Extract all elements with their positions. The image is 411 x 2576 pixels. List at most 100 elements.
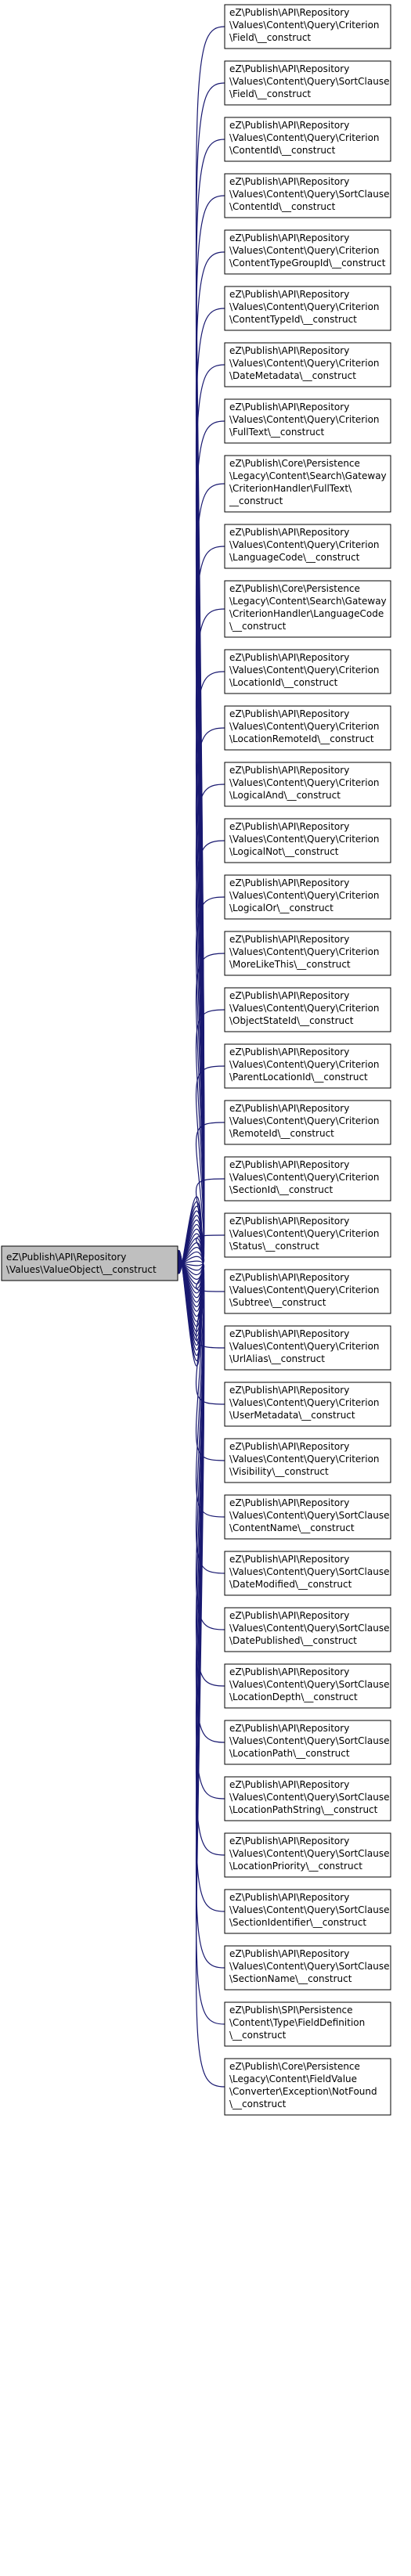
caller-node[interactable]: eZ\Publish\API\Repository\Values\Content… [224, 1156, 391, 1202]
caller-node-box [224, 1551, 391, 1596]
caller-node-label-line: \ParentLocationId\__construct [229, 1072, 368, 1083]
caller-node-label-line: \Values\Content\Query\Criterion [229, 1397, 380, 1408]
caller-node-box [224, 1269, 391, 1314]
caller-node-label-line: eZ\Publish\API\Repository [229, 1610, 349, 1621]
caller-node[interactable]: eZ\Publish\API\Repository\Values\Content… [224, 931, 391, 976]
caller-node[interactable]: eZ\Publish\Core\Persistence\Legacy\Conte… [224, 455, 391, 513]
caller-node[interactable]: eZ\Publish\API\Repository\Values\Content… [224, 117, 391, 162]
caller-node-label-line: \MoreLikeThis\__construct [229, 959, 351, 970]
caller-node-label-line: \ContentTypeGroupId\__construct [229, 258, 386, 268]
caller-node-label-line: \ContentId\__construct [229, 145, 336, 156]
caller-node[interactable]: eZ\Publish\API\Repository \Values\Content… [224, 874, 391, 920]
caller-node[interactable]: eZ\Publish\API\Repository\Values\Content… [224, 1889, 391, 1934]
caller-node-label-line: \Values\Content\Query\SortClause [229, 1961, 389, 1972]
root-node[interactable]: eZ\Publish\API\Repository \Values\ValueO… [1, 1245, 178, 1281]
caller-node-label-line: \LocationPriority\__construct [229, 1861, 362, 1872]
call-edge [179, 1122, 225, 1276]
caller-node-box [224, 1043, 391, 1089]
caller-node-box [224, 931, 391, 976]
caller-node-label-line: \Values\Content\Query\Criterion [229, 1003, 380, 1014]
caller-node[interactable]: eZ\Publish\API\Repository\Values\Content… [224, 818, 391, 863]
caller-node-label-line: \Visibility\__construct [229, 1466, 329, 1477]
caller-node-label-line: \CriterionHandler\FullText\ [229, 483, 352, 494]
caller-node[interactable]: eZ\Publish\API\Repository\Values\Content… [224, 1269, 391, 1314]
caller-node[interactable]: eZ\Publish\API\Repository\Values\Content… [224, 1100, 391, 1145]
caller-node-label-line: \ContentTypeId\__construct [229, 314, 357, 325]
caller-node-box [224, 173, 391, 218]
caller-node-label-line: \Values\Content\Query\Criterion [229, 1454, 380, 1465]
caller-node-label-line: \Values\Content\Query\Criterion [229, 132, 380, 143]
caller-node[interactable]: eZ\Publish\API\Repository\Values\Content… [224, 1325, 391, 1371]
caller-node-label-line: \__construct [229, 621, 287, 632]
caller-node-label-line: \SectionName\__construct [229, 1973, 352, 1984]
caller-node[interactable]: eZ\Publish\API\Repository\Values\Content… [224, 649, 391, 694]
caller-node-label-line: \DateMetadata\__construct [229, 370, 356, 381]
caller-node-label-line: \Values\Content\Query\Criterion [229, 245, 380, 256]
caller-node-box [224, 398, 391, 444]
caller-node[interactable]: eZ\Publish\API\Repository\Values\Content… [224, 398, 391, 444]
caller-node[interactable]: eZ\Publish\API\Repository\Values\Content… [224, 4, 391, 49]
caller-node-label-line: \Values\Content\Query\Criterion [229, 890, 380, 901]
caller-node-label-line: \Values\Content\Query\Criterion [229, 946, 380, 957]
caller-node-box [224, 2001, 391, 2047]
caller-node-label-line: \Values\Content\Query\Criterion [229, 414, 380, 425]
caller-node[interactable]: eZ\Publish\API\Repository\Values\Content… [224, 229, 391, 275]
caller-node[interactable]: eZ\Publish\API\Repository\Values\Content… [224, 1832, 391, 1878]
caller-node-box [224, 1663, 391, 1709]
call-edge [179, 953, 225, 1289]
caller-node-label-line: eZ\Publish\API\Repository [229, 527, 349, 538]
caller-node[interactable]: eZ\Publish\API\Repository\Values\Content… [224, 173, 391, 218]
caller-node-label-line: eZ\Publish\API\Repository [229, 345, 349, 356]
caller-node-box [224, 1382, 391, 1427]
caller-node-label-line: \LogicalOr\__construct [229, 903, 333, 913]
caller-node-label-line: eZ\Publish\API\Repository [229, 1836, 349, 1846]
caller-node-label-line: \Subtree\__construct [229, 1297, 326, 1308]
caller-node[interactable]: eZ\Publish\API\Repository\Values\Content… [224, 286, 391, 331]
caller-node[interactable]: eZ\Publish\API\Repository\Values\Content… [224, 1212, 391, 1258]
caller-node[interactable]: eZ\Publish\API\Repository\Values\Content… [224, 1663, 391, 1709]
caller-node-box [224, 1212, 391, 1258]
caller-node[interactable]: eZ\Publish\API\Repository\Values\Content… [224, 1607, 391, 1652]
caller-node-label-line: eZ\Publish\API\Repository [229, 1159, 349, 1170]
caller-node[interactable]: eZ\Publish\API\Repository\Values\Content… [224, 1776, 391, 1821]
caller-node[interactable]: eZ\Publish\API\Repository\Values\Content… [224, 524, 391, 569]
caller-node-label-line: \Values\Content\Query\SortClause [229, 1566, 389, 1577]
caller-node[interactable]: eZ\Publish\SPI\Persistence\Content\Type\… [224, 2001, 391, 2047]
caller-node-label-line: \Legacy\Content\Search\Gateway [229, 596, 387, 607]
caller-node[interactable]: eZ\Publish\API\Repository\Values\Content… [224, 60, 391, 106]
caller-node-label-line: eZ\Publish\API\Repository [229, 7, 349, 18]
caller-node[interactable]: eZ\Publish\API\Repository\Values\Content… [224, 1382, 391, 1427]
caller-node-label-line: \LocationPath\__construct [229, 1748, 350, 1759]
caller-node-label-line: __construct [229, 495, 283, 506]
caller-node-label-line: eZ\Publish\API\Repository [229, 877, 349, 888]
caller-node-label-line: \SectionId\__construct [229, 1184, 333, 1195]
caller-node[interactable]: eZ\Publish\Core\Persistence\Legacy\Conte… [224, 2058, 391, 2116]
caller-node-label-line: eZ\Publish\Core\Persistence [229, 2061, 360, 2072]
caller-node-box [224, 1776, 391, 1821]
caller-node-label-line: eZ\Publish\SPI\Persistence [229, 2005, 353, 2016]
caller-node[interactable]: eZ\Publish\API\Repository\Values\Content… [224, 762, 391, 807]
caller-node[interactable]: eZ\Publish\API\Repository\Values\Content… [224, 1043, 391, 1089]
root-node-label-line-1: eZ\Publish\API\Repository [6, 1252, 126, 1263]
caller-node[interactable]: eZ\Publish\API\Repository \Values\Content… [224, 1438, 391, 1483]
caller-node[interactable]: eZ\Publish\API\Repository\Values\Content… [224, 987, 391, 1032]
caller-node-box [224, 1889, 391, 1934]
caller-node[interactable]: eZ\Publish\API\Repository\Values\Content… [224, 1494, 391, 1540]
caller-node[interactable]: eZ\Publish\API\Repository\Values\Content… [224, 1945, 391, 1991]
caller-node-label-line: eZ\Publish\API\Repository [229, 821, 349, 832]
caller-node[interactable]: eZ\Publish\Core\Persistence\Legacy\Conte… [224, 580, 391, 638]
caller-node-label-line: \ContentName\__construct [229, 1522, 355, 1533]
caller-node-box [224, 117, 391, 162]
caller-node-box [224, 649, 391, 694]
caller-node-label-line: eZ\Publish\API\Repository [229, 402, 349, 413]
caller-node[interactable]: eZ\Publish\API\Repository\Values\Content… [224, 705, 391, 751]
caller-node[interactable]: eZ\Publish\API\Repository\Values\Content… [224, 1720, 391, 1765]
caller-node-label-line: \Values\Content\Query\Criterion [229, 665, 380, 676]
caller-node[interactable]: eZ\Publish\API\Repository\Values\Content… [224, 342, 391, 387]
caller-node-label-line: \Values\Content\Query\Criterion [229, 721, 380, 732]
caller-node-box [224, 286, 391, 331]
caller-node-label-line: eZ\Publish\API\Repository [229, 1441, 349, 1452]
caller-node[interactable]: eZ\Publish\API\Repository\Values\Content… [224, 1551, 391, 1596]
caller-node-label-line: \Values\Content\Query\Criterion [229, 1059, 380, 1070]
